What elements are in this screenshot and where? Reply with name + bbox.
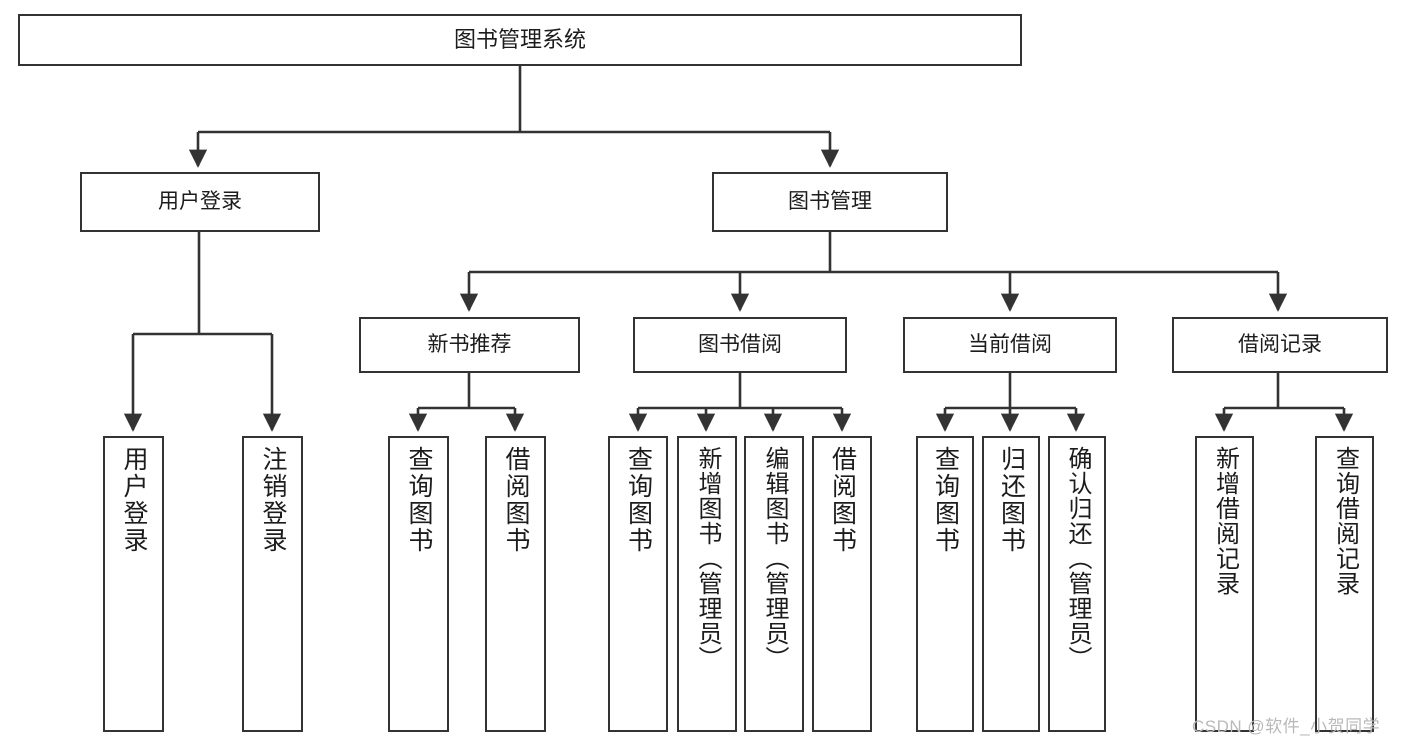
node-leaf-user-login[interactable]: 用户登录 xyxy=(103,436,164,732)
node-borrow-record[interactable]: 借阅记录 xyxy=(1172,317,1388,373)
node-user-login[interactable]: 用户登录 xyxy=(80,172,320,232)
node-root-label: 图书管理系统 xyxy=(453,26,586,52)
node-leaf-query-book-rec-label: 查询图书 xyxy=(405,446,433,554)
node-leaf-query-book-cur-label: 查询图书 xyxy=(931,446,960,554)
node-leaf-borrow-book-rec[interactable]: 借阅图书 xyxy=(485,436,546,732)
node-new-book-recommend-label: 新书推荐 xyxy=(427,333,512,357)
node-new-book-recommend[interactable]: 新书推荐 xyxy=(359,317,580,373)
node-leaf-edit-book-label: 编辑图书（管理员） xyxy=(761,446,788,671)
watermark: CSDN @软件_小贺同学 xyxy=(1192,717,1381,736)
node-leaf-confirm-return-label: 确认归还（管理员） xyxy=(1064,446,1091,671)
node-leaf-borrow-book-label: 借阅图书 xyxy=(828,446,857,554)
node-leaf-logout[interactable]: 注销登录 xyxy=(242,436,303,732)
node-leaf-query-book-borrow-label: 查询图书 xyxy=(624,446,653,554)
node-leaf-query-book-borrow[interactable]: 查询图书 xyxy=(608,436,668,732)
node-leaf-return-book-label: 归还图书 xyxy=(997,446,1026,554)
node-leaf-edit-book[interactable]: 编辑图书（管理员） xyxy=(744,436,804,732)
node-book-management[interactable]: 图书管理 xyxy=(712,172,948,232)
node-leaf-add-book[interactable]: 新增图书（管理员） xyxy=(677,436,737,732)
node-leaf-query-book-rec[interactable]: 查询图书 xyxy=(388,436,449,732)
node-current-borrow-label: 当前借阅 xyxy=(968,333,1052,357)
node-leaf-logout-label: 注销登录 xyxy=(259,446,287,554)
node-book-management-label: 图书管理 xyxy=(788,190,872,214)
node-leaf-user-login-label: 用户登录 xyxy=(120,446,148,554)
node-leaf-confirm-return[interactable]: 确认归还（管理员） xyxy=(1048,436,1106,732)
node-leaf-return-book[interactable]: 归还图书 xyxy=(982,436,1040,732)
node-current-borrow[interactable]: 当前借阅 xyxy=(903,317,1117,373)
node-root[interactable]: 图书管理系统 xyxy=(18,14,1022,66)
node-leaf-borrow-book[interactable]: 借阅图书 xyxy=(812,436,872,732)
node-leaf-add-record[interactable]: 新增借阅记录 xyxy=(1195,436,1254,732)
node-leaf-add-record-label: 新增借阅记录 xyxy=(1211,446,1239,596)
node-leaf-query-record-label: 查询借阅记录 xyxy=(1331,446,1359,596)
node-book-borrow[interactable]: 图书借阅 xyxy=(633,317,847,373)
node-leaf-borrow-book-rec-label: 借阅图书 xyxy=(502,446,530,554)
node-user-login-label: 用户登录 xyxy=(158,190,242,214)
node-leaf-add-book-label: 新增图书（管理员） xyxy=(694,446,721,671)
node-book-borrow-label: 图书借阅 xyxy=(698,333,782,357)
node-borrow-record-label: 借阅记录 xyxy=(1238,333,1322,357)
node-leaf-query-book-cur[interactable]: 查询图书 xyxy=(916,436,974,732)
node-leaf-query-record[interactable]: 查询借阅记录 xyxy=(1315,436,1374,732)
